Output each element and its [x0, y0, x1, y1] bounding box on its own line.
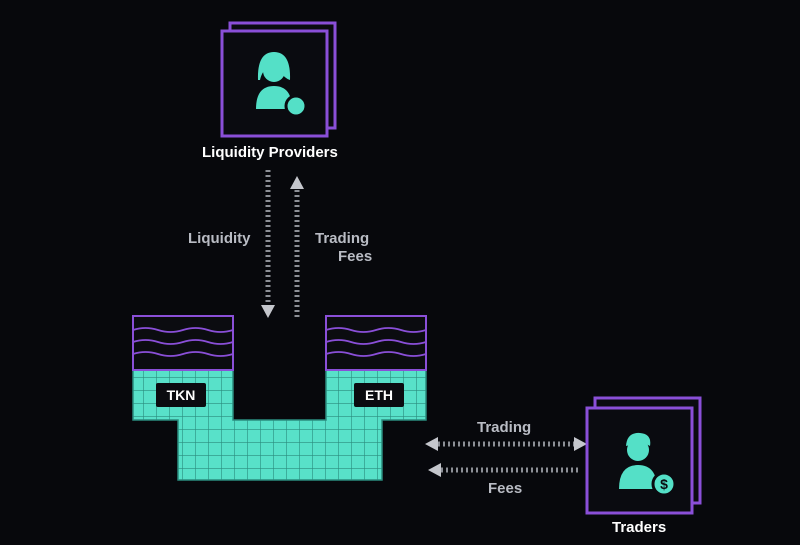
traders-label: Traders	[612, 519, 667, 536]
tkn-token-tag: TKN	[156, 383, 206, 407]
right-wave-lines	[325, 327, 427, 357]
trading-arrow	[425, 437, 587, 451]
trading-fees-label-1: Trading	[315, 230, 370, 247]
trading-fees-label-2: Fees	[338, 248, 373, 265]
fees-arrow	[428, 463, 580, 477]
trading-label: Trading	[477, 419, 532, 436]
providers-card	[220, 21, 337, 138]
liquidity-arrow	[261, 170, 275, 318]
liquidity-label: Liquidity	[188, 230, 251, 247]
providers-label: Liquidity Providers	[202, 144, 338, 161]
person-dollar-icon: $	[619, 432, 677, 497]
fees-label: Fees	[488, 480, 523, 497]
left-wave-lines	[132, 327, 234, 357]
person-coin-icon	[256, 52, 308, 118]
svg-text:$: $	[660, 476, 668, 492]
traders-card: $	[585, 396, 702, 515]
trading-fees-arrow	[290, 176, 304, 320]
eth-token-tag: ETH	[354, 383, 404, 407]
liquidity-pool	[132, 315, 427, 481]
